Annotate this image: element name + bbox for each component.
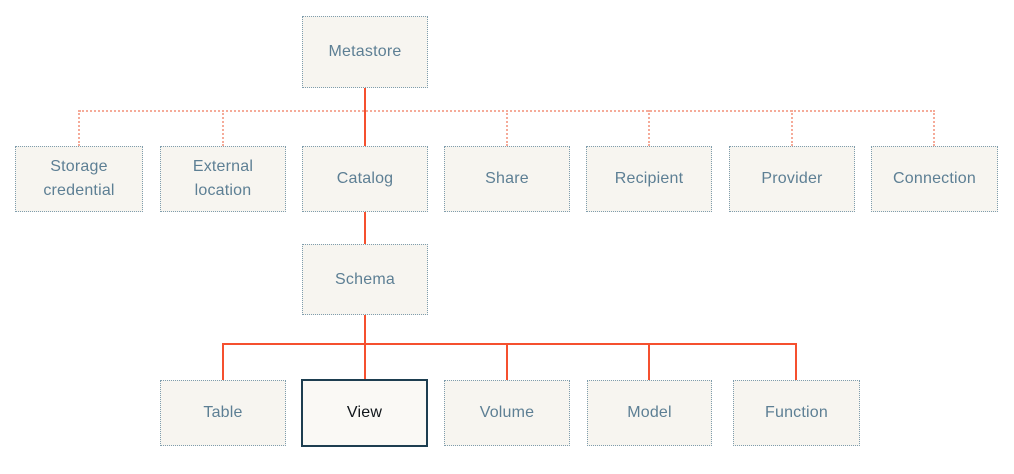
node-label: Catalog [336, 170, 394, 187]
node-label: Recipient [614, 170, 684, 187]
node-label: Metastore [328, 43, 402, 60]
node-label: Provider [761, 170, 823, 187]
node-external-location: External location [160, 146, 286, 212]
connector-schema-model [648, 343, 650, 380]
connector-schema-table [222, 343, 224, 380]
node-metastore: Metastore [302, 16, 428, 88]
connector-schema-volume [506, 343, 508, 380]
node-label: Connection [893, 170, 976, 187]
node-label: Storage credential [43, 158, 115, 199]
connector-metastore-connection [933, 110, 935, 146]
connector-metastore-recipient [648, 110, 650, 146]
node-label: Volume [479, 404, 535, 421]
node-label: External location [192, 158, 254, 199]
node-label: Schema [335, 270, 395, 288]
connector-metastore-storage-credential [78, 110, 80, 146]
node-share: Share [444, 146, 570, 212]
node-model: Model [587, 380, 712, 446]
node-label: Table [203, 404, 243, 421]
connector-schema-children-rail [222, 343, 797, 345]
node-label: Share [485, 170, 529, 187]
node-volume: Volume [444, 380, 570, 446]
node-provider: Provider [729, 146, 855, 212]
connector-schema-view [364, 315, 366, 380]
node-catalog: Catalog [302, 146, 428, 212]
node-label: View [346, 404, 383, 421]
node-label: Model [627, 404, 672, 421]
node-recipient: Recipient [586, 146, 712, 212]
connector-metastore-catalog [364, 88, 366, 146]
connector-metastore-share [506, 110, 508, 146]
connector-metastore-external-location [222, 110, 224, 146]
node-connection: Connection [871, 146, 998, 212]
node-table: Table [160, 380, 286, 446]
node-label: Function [765, 404, 828, 421]
connector-metastore-provider [791, 110, 793, 146]
node-function: Function [733, 380, 860, 446]
connector-schema-function [795, 343, 797, 380]
node-view-selected: View [301, 379, 428, 447]
connector-catalog-schema [364, 212, 366, 244]
node-storage-credential: Storage credential [15, 146, 143, 212]
node-schema: Schema [302, 244, 428, 315]
